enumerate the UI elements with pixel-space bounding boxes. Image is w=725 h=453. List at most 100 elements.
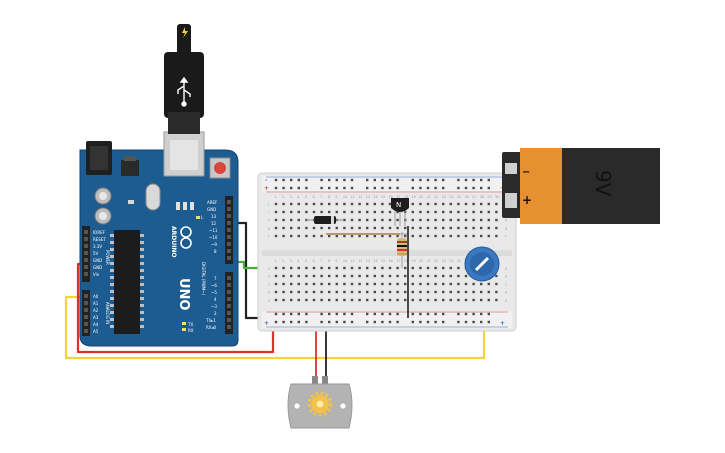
breadboard-hole[interactable] [381,186,384,190]
breadboard-hole[interactable] [457,202,460,206]
breadboard-hole[interactable] [487,290,490,294]
breadboard-hole[interactable] [290,298,293,302]
breadboard-hole[interactable] [305,210,308,214]
breadboard-hole[interactable] [487,226,490,230]
breadboard-hole[interactable] [419,320,422,324]
breadboard-hole[interactable] [335,298,338,302]
diode[interactable] [306,216,344,224]
dc-motor[interactable] [287,376,353,429]
breadboard-hole[interactable] [411,274,414,278]
breadboard-hole[interactable] [282,202,285,206]
breadboard-hole[interactable] [274,226,278,230]
breadboard-hole[interactable] [366,274,369,278]
breadboard-hole[interactable] [290,266,293,270]
breadboard-hole[interactable] [426,226,430,230]
breadboard-hole[interactable] [396,320,399,324]
breadboard-hole[interactable] [350,290,354,294]
breadboard-hole[interactable] [320,274,323,278]
breadboard-hole[interactable] [297,298,300,302]
breadboard-hole[interactable] [464,210,468,214]
breadboard-hole[interactable] [411,178,414,182]
breadboard-hole[interactable] [366,298,369,302]
breadboard-hole[interactable] [487,298,490,302]
breadboard-hole[interactable] [472,210,475,214]
breadboard-hole[interactable] [434,282,437,286]
potentiometer[interactable] [464,246,500,282]
breadboard-hole[interactable] [419,266,422,270]
breadboard-hole[interactable] [449,266,452,270]
breadboard-hole[interactable] [335,178,338,182]
breadboard-hole[interactable] [434,274,437,278]
breadboard-hole[interactable] [312,274,316,278]
breadboard-hole[interactable] [419,298,422,302]
breadboard-hole[interactable] [426,202,430,206]
breadboard-hole[interactable] [305,178,308,182]
breadboard-hole[interactable] [373,210,376,214]
breadboard-hole[interactable] [449,298,452,302]
breadboard-hole[interactable] [297,178,300,182]
breadboard-hole[interactable] [388,266,392,270]
breadboard-hole[interactable] [449,282,452,286]
breadboard-hole[interactable] [297,290,300,294]
breadboard-hole[interactable] [381,312,384,316]
breadboard-hole[interactable] [290,320,293,324]
breadboard-hole[interactable] [297,274,300,278]
breadboard-hole[interactable] [320,226,323,230]
breadboard-hole[interactable] [464,218,468,222]
breadboard-hole[interactable] [297,210,300,214]
breadboard-hole[interactable] [411,320,414,324]
breadboard-hole[interactable] [449,226,452,230]
breadboard-hole[interactable] [305,298,308,302]
breadboard-hole[interactable] [419,312,422,316]
breadboard-hole[interactable] [480,226,483,230]
breadboard-hole[interactable] [366,282,369,286]
breadboard-hole[interactable] [426,210,430,214]
breadboard-hole[interactable] [434,178,437,182]
breadboard-hole[interactable] [297,218,300,222]
breadboard-hole[interactable] [464,226,468,230]
breadboard-hole[interactable] [396,266,399,270]
breadboard-hole[interactable] [419,202,422,206]
breadboard-hole[interactable] [305,234,308,238]
breadboard-hole[interactable] [388,320,392,324]
breadboard-hole[interactable] [343,186,346,190]
breadboard-hole[interactable] [426,186,430,190]
breadboard-hole[interactable] [373,186,376,190]
breadboard-hole[interactable] [381,320,384,324]
breadboard-hole[interactable] [358,290,361,294]
breadboard-hole[interactable] [404,274,407,278]
breadboard-hole[interactable] [464,186,468,190]
breadboard-hole[interactable] [419,234,422,238]
breadboard-hole[interactable] [335,226,338,230]
breadboard-hole[interactable] [274,282,278,286]
breadboard-hole[interactable] [388,298,392,302]
breadboard-hole[interactable] [419,210,422,214]
breadboard-hole[interactable] [396,186,399,190]
wire-yellow-a0-pot[interactable] [64,284,486,360]
breadboard-hole[interactable] [480,234,483,238]
breadboard-hole[interactable] [495,274,498,278]
breadboard-hole[interactable] [335,266,338,270]
breadboard-hole[interactable] [487,320,490,324]
breadboard-hole[interactable] [290,218,293,222]
breadboard-hole[interactable] [480,218,483,222]
breadboard-hole[interactable] [457,218,460,222]
transistor[interactable]: N [391,198,409,226]
breadboard-hole[interactable] [434,186,437,190]
breadboard-hole[interactable] [426,290,430,294]
breadboard-hole[interactable] [290,186,293,190]
breadboard-hole[interactable] [442,178,445,182]
breadboard-hole[interactable] [434,226,437,230]
breadboard-hole[interactable] [305,312,308,316]
breadboard-hole[interactable] [328,298,331,302]
breadboard-hole[interactable] [472,290,475,294]
breadboard-hole[interactable] [495,290,498,294]
breadboard-hole[interactable] [328,186,331,190]
breadboard-hole[interactable] [472,178,475,182]
breadboard-hole[interactable] [404,266,407,270]
breadboard-hole[interactable] [366,210,369,214]
breadboard-hole[interactable] [366,218,369,222]
breadboard-hole[interactable] [320,210,323,214]
breadboard-hole[interactable] [373,320,376,324]
breadboard-hole[interactable] [396,178,399,182]
